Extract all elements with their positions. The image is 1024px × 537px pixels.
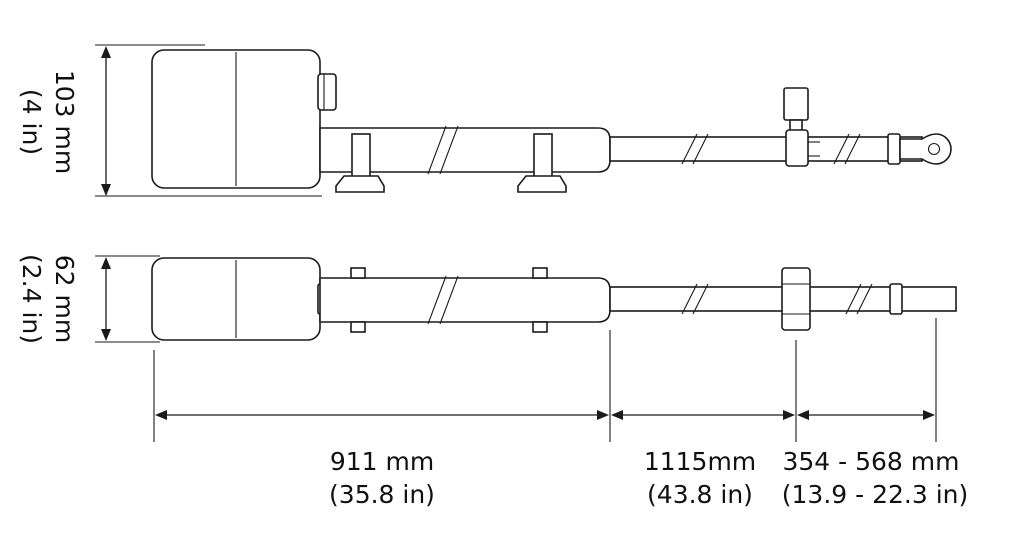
bracket-lug-2b xyxy=(532,321,548,333)
dimension-line-911 xyxy=(155,410,609,420)
limit-switch-clamp xyxy=(783,87,820,167)
rod-eye xyxy=(899,133,952,165)
length-dimensions xyxy=(153,318,937,442)
inner-rod-side xyxy=(609,136,923,162)
dimension-line-1115 xyxy=(611,410,795,420)
label-bottom-height-metric: 62 mm xyxy=(50,255,79,343)
bracket-lug-1b xyxy=(350,321,366,333)
bracket-lug-1a xyxy=(350,267,366,279)
motor-connector-side xyxy=(317,73,337,111)
actuator-side-view xyxy=(95,44,952,197)
dimension-height-62 xyxy=(95,255,160,343)
clamp-block-top xyxy=(781,267,811,331)
label-rod-length-imperial: (43.8 in) xyxy=(647,480,753,509)
label-body-length-metric: 911 mm xyxy=(330,447,434,476)
label-body-length-imperial: (35.8 in) xyxy=(329,480,435,509)
label-top-height-imperial: (4 in) xyxy=(17,89,46,155)
label-stroke-imperial: (13.9 - 22.3 in) xyxy=(782,480,969,509)
mounting-foot-2 xyxy=(517,133,567,193)
dimension-line-stroke xyxy=(797,410,935,420)
label-stroke-metric: 354 - 568 mm xyxy=(782,447,959,476)
actuator-top-view xyxy=(95,255,957,343)
label-top-height-metric: 103 mm xyxy=(50,70,79,174)
label-bottom-height-imperial: (2.4 in) xyxy=(17,254,46,344)
label-rod-length-metric: 1115mm xyxy=(644,447,756,476)
mounting-foot-1 xyxy=(335,133,385,193)
bracket-lug-2a xyxy=(532,267,548,279)
outer-tube-top xyxy=(319,277,611,323)
dimension-height-103 xyxy=(95,44,322,197)
